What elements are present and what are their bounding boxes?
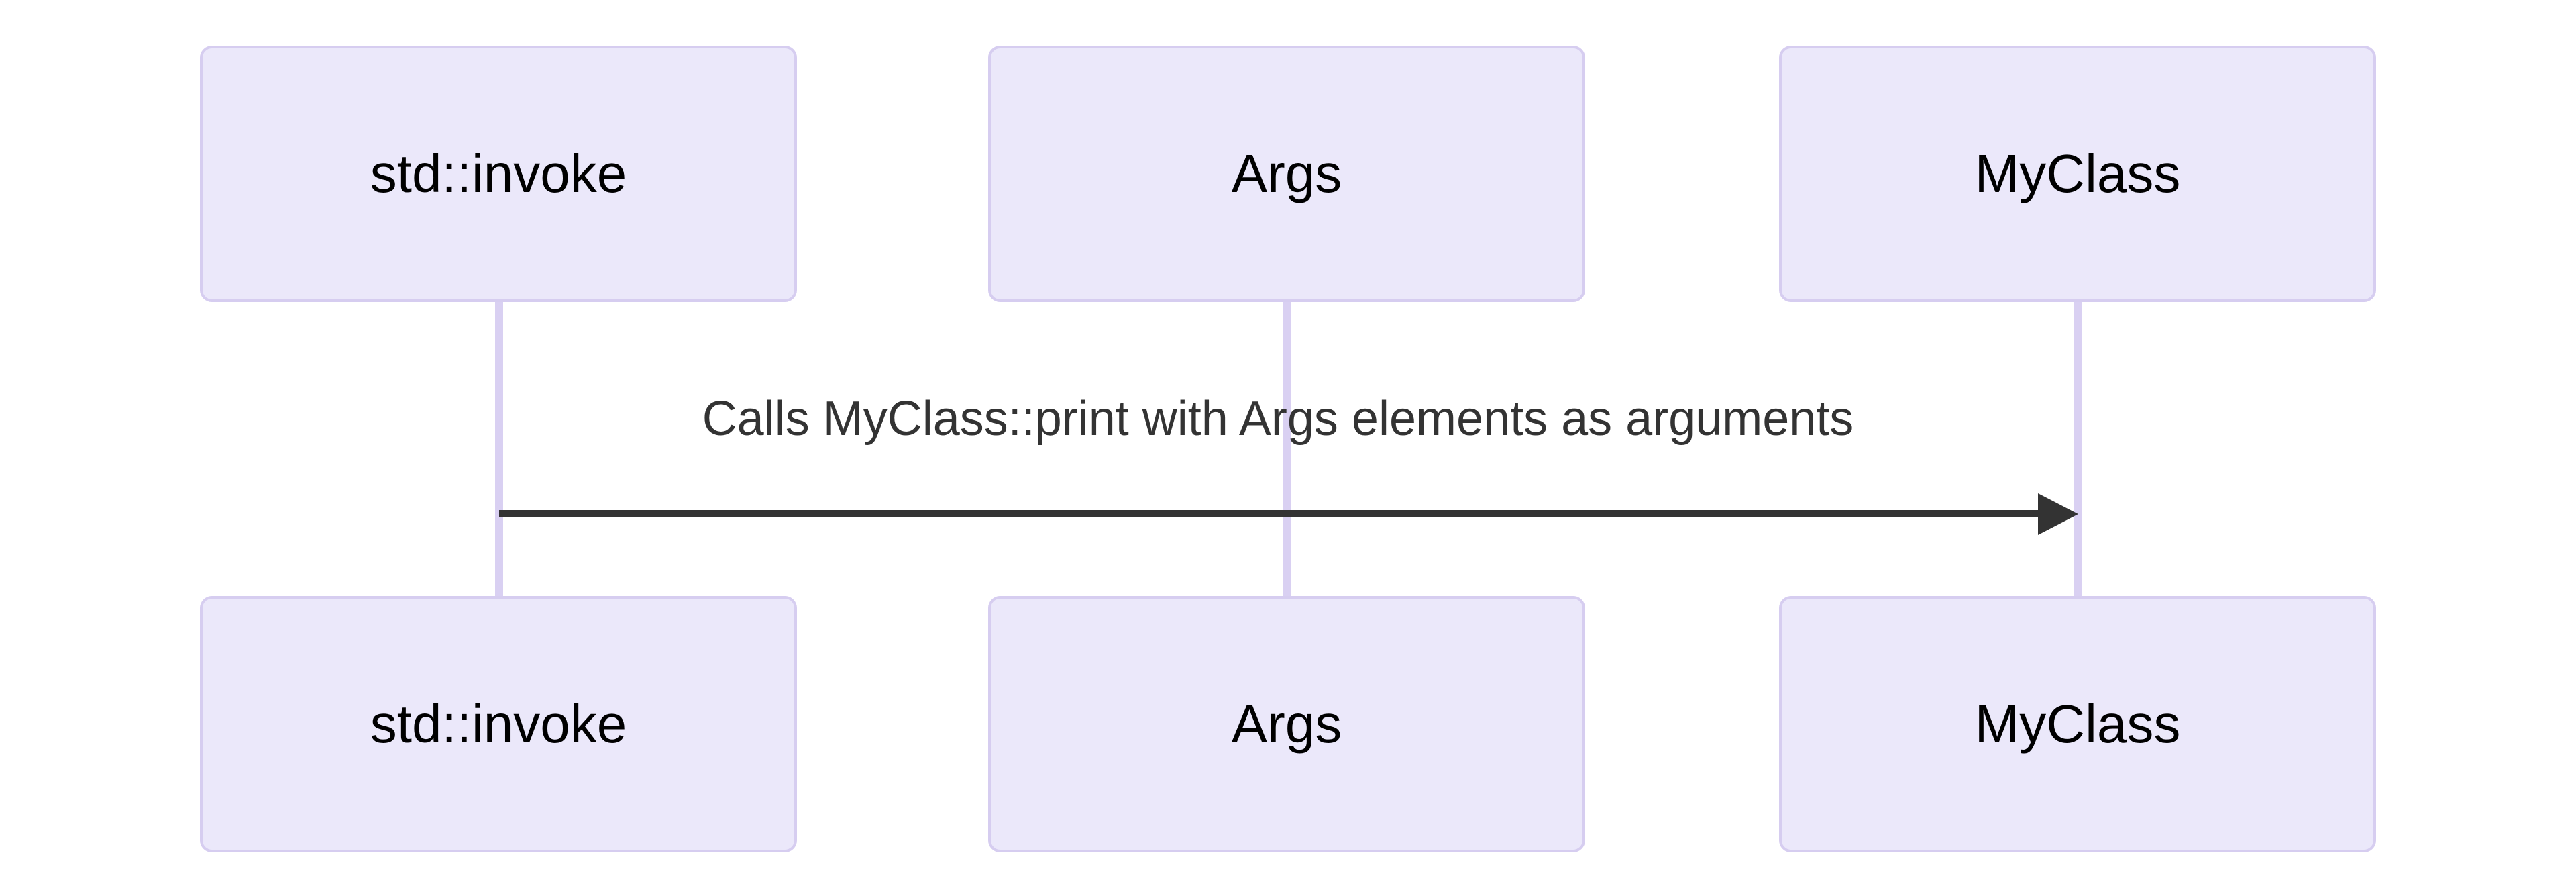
participant-box-std-invoke-top[interactable]: std::invoke — [200, 46, 797, 302]
participant-label-myclass-bottom: MyClass — [1974, 694, 2181, 754]
participant-box-args-top[interactable]: Args — [988, 46, 1585, 302]
message-line — [499, 510, 2038, 517]
participant-label-args-top: Args — [1231, 144, 1342, 203]
participant-label-std-invoke-top: std::invoke — [370, 144, 627, 203]
lifeline-std-invoke — [495, 302, 503, 596]
participant-box-myclass-bottom[interactable]: MyClass — [1779, 596, 2376, 852]
participant-box-std-invoke-bottom[interactable]: std::invoke — [200, 596, 797, 852]
participant-label-args-bottom: Args — [1231, 694, 1342, 754]
participant-label-myclass-top: MyClass — [1974, 144, 2181, 203]
participant-box-myclass-top[interactable]: MyClass — [1779, 46, 2376, 302]
lifeline-myclass — [2074, 302, 2082, 596]
participant-box-args-bottom[interactable]: Args — [988, 596, 1585, 852]
participant-label-std-invoke-bottom: std::invoke — [370, 694, 627, 754]
lifeline-args — [1283, 302, 1291, 596]
message-arrowhead-icon — [2038, 493, 2078, 535]
